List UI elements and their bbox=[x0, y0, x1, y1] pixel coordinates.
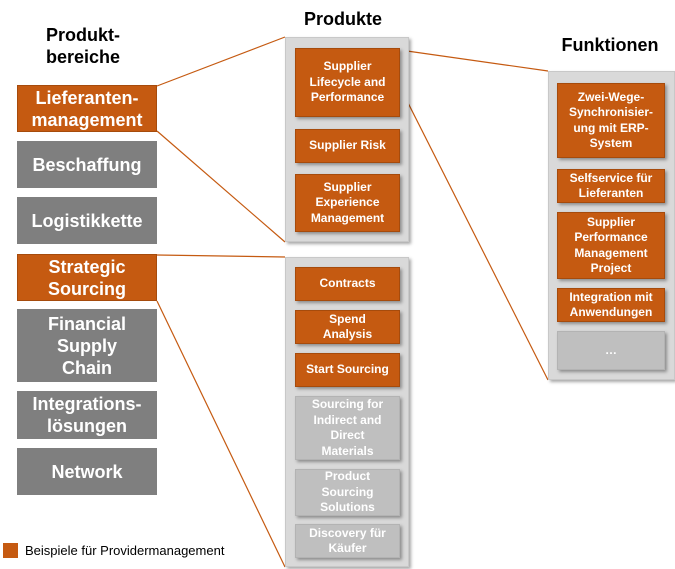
product-supplier-lifecycle[interactable]: Supplier Lifecycle and Performance bbox=[295, 48, 400, 117]
area-logistikkette[interactable]: Logistikkette bbox=[17, 197, 157, 244]
product-start-sourcing[interactable]: Start Sourcing bbox=[295, 353, 400, 387]
function-supplier-performance[interactable]: Supplier Performance Management Project bbox=[557, 212, 665, 279]
connector-strategic-top bbox=[156, 254, 286, 258]
product-supplier-experience[interactable]: Supplier Experience Management bbox=[295, 174, 400, 232]
legend-swatch bbox=[3, 543, 18, 558]
area-network[interactable]: Network bbox=[17, 448, 157, 495]
area-strategic-sourcing[interactable]: Strategic Sourcing bbox=[17, 254, 157, 301]
area-lieferantenmanagement[interactable]: Lieferanten- management bbox=[17, 85, 157, 132]
connector-lieferanten-top bbox=[156, 36, 286, 87]
header-products: Produkte bbox=[303, 9, 382, 29]
function-selfservice[interactable]: Selfservice für Lieferanten bbox=[557, 169, 665, 203]
connector-supplier-top bbox=[399, 49, 549, 72]
function-erp-sync[interactable]: Zwei-Wege- Synchronisier- ung mit ERP- S… bbox=[557, 83, 665, 158]
area-financial-supply-chain[interactable]: Financial Supply Chain bbox=[17, 309, 157, 382]
product-product-sourcing[interactable]: Product Sourcing Solutions bbox=[295, 469, 400, 516]
header-functions: Funktionen bbox=[561, 35, 659, 55]
function-integration[interactable]: Integration mit Anwendungen bbox=[557, 288, 665, 322]
product-spend-analysis[interactable]: Spend Analysis bbox=[295, 310, 400, 344]
connector-lieferanten-bottom bbox=[156, 130, 286, 243]
area-integrationsloesungen[interactable]: Integrations- lösungen bbox=[17, 391, 157, 439]
product-contracts[interactable]: Contracts bbox=[295, 267, 400, 301]
header-product-areas: Produkt- bereiche bbox=[45, 25, 121, 67]
connector-supplier-bottom bbox=[399, 86, 549, 381]
product-supplier-risk[interactable]: Supplier Risk bbox=[295, 129, 400, 163]
legend-label: Beispiele für Providermanagement bbox=[25, 543, 225, 558]
function-more[interactable]: … bbox=[557, 331, 665, 370]
connector-strategic-bottom bbox=[156, 300, 286, 568]
product-discovery[interactable]: Discovery für Käufer bbox=[295, 524, 400, 558]
area-beschaffung[interactable]: Beschaffung bbox=[17, 141, 157, 188]
product-sourcing-indirect-direct[interactable]: Sourcing for Indirect and Direct Materia… bbox=[295, 396, 400, 460]
